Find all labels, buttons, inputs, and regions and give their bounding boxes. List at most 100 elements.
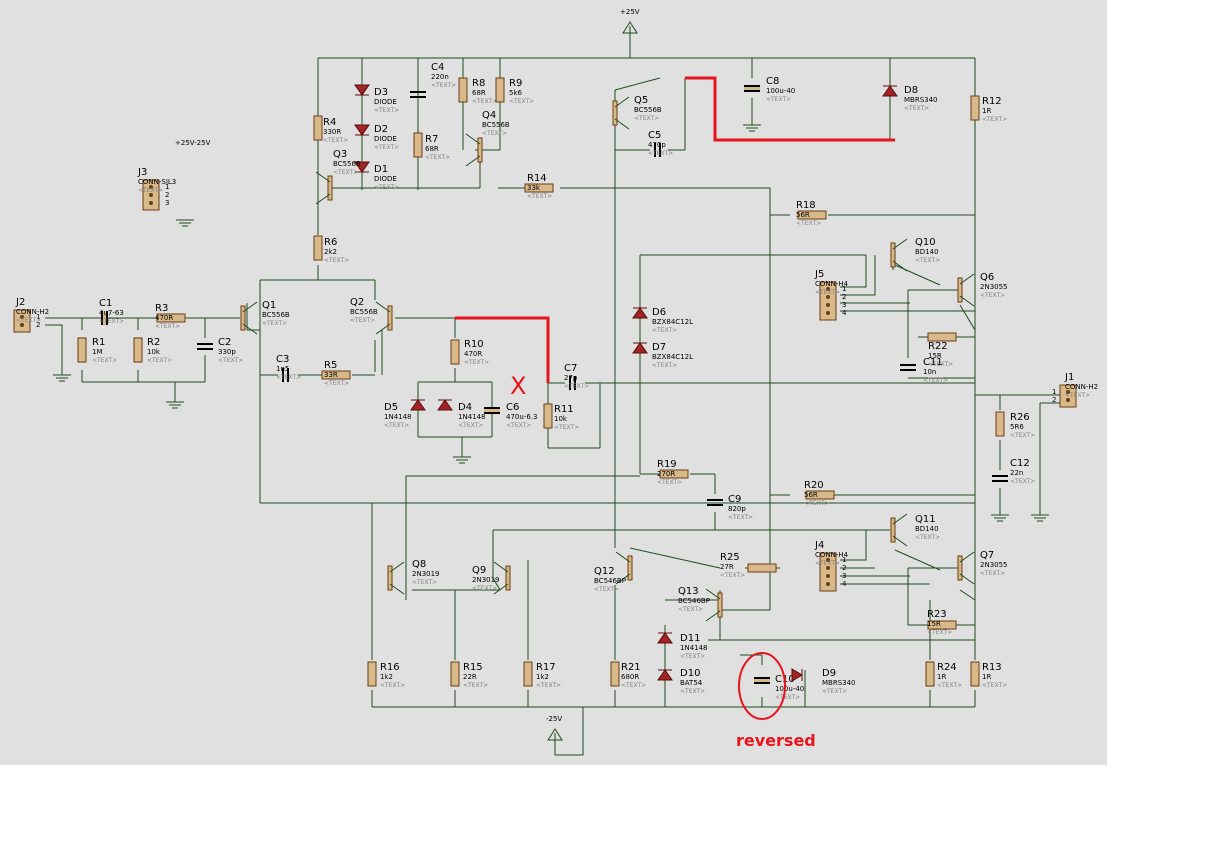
text-placeholder: <TEXT> — [728, 514, 753, 521]
resistor-ref: R11 — [554, 404, 574, 415]
text-placeholder: <TEXT> — [463, 682, 488, 689]
connector-value: CONN-H4 — [815, 280, 849, 288]
resistor-value: 15R — [928, 352, 942, 360]
text-placeholder: <TEXT> — [1010, 478, 1035, 485]
diode-value: MBRS340 — [904, 96, 938, 104]
connector-value: CONN-H4 — [815, 551, 849, 559]
text-placeholder: <TEXT> — [554, 424, 579, 431]
text-placeholder: <TEXT> — [980, 570, 1005, 577]
resistor-ref: R13 — [982, 662, 1002, 673]
resistor-value: 56R — [796, 211, 810, 219]
diode-value: 1N4148 — [384, 413, 412, 421]
text-placeholder: <TEXT> — [652, 362, 677, 369]
capacitor-value: 330p — [218, 348, 236, 356]
resistor-value: 33k — [527, 184, 541, 192]
resistor-ref: R9 — [509, 78, 522, 89]
resistor-ref: R5 — [324, 360, 337, 371]
resistor-ref: R8 — [472, 78, 485, 89]
resistor-ref: R19 — [657, 459, 677, 470]
connector-pin-number: 1 — [165, 183, 169, 191]
text-placeholder: <TEXT> — [815, 289, 840, 296]
text-placeholder: <TEXT> — [147, 357, 172, 364]
highlighted-wires — [455, 76, 895, 383]
ground-icon — [453, 456, 471, 464]
capacitor-ref: C12 — [1010, 458, 1030, 469]
diode-ref: D5 — [384, 402, 398, 413]
text-placeholder: <TEXT> — [1065, 392, 1090, 399]
text-placeholder: <TEXT> — [323, 137, 348, 144]
reversed-highlight-circle — [738, 652, 786, 720]
capacitor-ref: C1 — [99, 298, 112, 309]
text-placeholder: <TEXT> — [680, 653, 705, 660]
text-placeholder: <TEXT> — [720, 572, 745, 579]
text-placeholder: <TEXT> — [374, 184, 399, 191]
transistor-value: BC556B — [350, 308, 378, 316]
transistor-value: BC556B — [634, 106, 662, 114]
connector-pin-number: 4 — [842, 580, 847, 588]
text-placeholder: <TEXT> — [374, 144, 399, 151]
transistor-ref: Q3 — [333, 149, 347, 160]
transistor-ref: Q11 — [915, 514, 936, 525]
resistor-value: 470R — [155, 314, 173, 322]
positive-rail-symbol: +25V — [620, 8, 640, 58]
resistor-ref: R14 — [527, 173, 547, 184]
resistor-ref: R3 — [155, 303, 168, 314]
text-placeholder: <TEXT> — [324, 380, 349, 387]
text-placeholder: <TEXT> — [657, 479, 682, 486]
connector-pin-number: 1 — [1052, 388, 1056, 396]
ground-icon — [743, 124, 761, 132]
resistor-ref: R16 — [380, 662, 400, 673]
text-placeholder: <TEXT> — [564, 383, 589, 390]
text-placeholder: <TEXT> — [923, 377, 948, 384]
resistor-value: 1M — [92, 348, 103, 356]
text-placeholder: <TEXT> — [262, 320, 287, 327]
text-placeholder: <TEXT> — [648, 150, 673, 157]
text-placeholder: <TEXT> — [350, 317, 375, 324]
ground-icon — [1031, 514, 1049, 522]
diode-value: DIODE — [374, 98, 397, 106]
text-placeholder: <TEXT> — [458, 422, 483, 429]
text-placeholder: <TEXT> — [324, 257, 349, 264]
text-placeholder: <TEXT> — [374, 107, 399, 114]
transistor-value: 2N3055 — [980, 283, 1008, 291]
transistor-value: BD140 — [915, 248, 939, 256]
text-placeholder: <TEXT> — [472, 585, 497, 592]
resistor-ref: R26 — [1010, 412, 1030, 423]
resistor-ref: R4 — [323, 117, 336, 128]
connector-pin-number: 1 — [842, 556, 846, 564]
text-placeholder: <TEXT> — [412, 579, 437, 586]
resistor-value: 1k2 — [536, 673, 549, 681]
text-placeholder: <TEXT> — [384, 422, 409, 429]
resistor-value: 68R — [472, 89, 486, 97]
resistor-ref: R2 — [147, 337, 160, 348]
transistor-ref: Q12 — [594, 566, 615, 577]
resistor-ref: R7 — [425, 134, 438, 145]
